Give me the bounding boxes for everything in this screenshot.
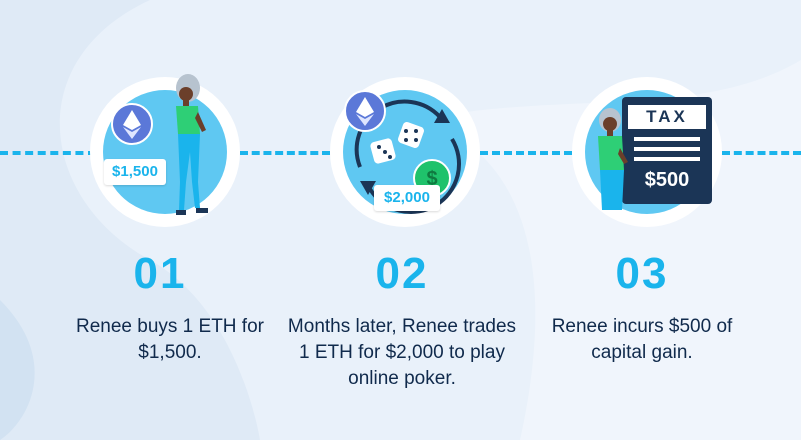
step-description: Renee buys 1 ETH for $1,500. xyxy=(76,316,264,363)
svg-text:$: $ xyxy=(426,168,437,190)
connector-line xyxy=(722,151,801,155)
ethereum-icon xyxy=(344,90,386,132)
step-1-illustration xyxy=(90,77,240,227)
tax-label: TAX xyxy=(628,105,706,129)
step-description: Renee incurs $500 of capital gain. xyxy=(551,316,733,363)
connector-line xyxy=(0,151,96,155)
step-number: 03 xyxy=(615,249,669,298)
price-tag: $2,000 xyxy=(374,185,440,211)
person-figure xyxy=(176,74,208,215)
step-number: 01 xyxy=(133,249,187,298)
connector-line xyxy=(240,151,330,155)
tax-document-icon: TAX $500 xyxy=(622,97,712,204)
tax-document-line xyxy=(634,137,700,141)
step-description: Months later, Renee trades 1 ETH for $2,… xyxy=(287,316,517,389)
connector-line xyxy=(480,151,572,155)
price-tag: $1,500 xyxy=(104,159,166,185)
step-number: 02 xyxy=(375,249,429,298)
dice-icon xyxy=(370,122,424,164)
tax-document-line xyxy=(634,157,700,161)
person-figure xyxy=(598,108,628,210)
tax-document-line xyxy=(634,147,700,151)
tax-amount: $500 xyxy=(644,169,690,191)
ethereum-icon xyxy=(111,103,153,145)
